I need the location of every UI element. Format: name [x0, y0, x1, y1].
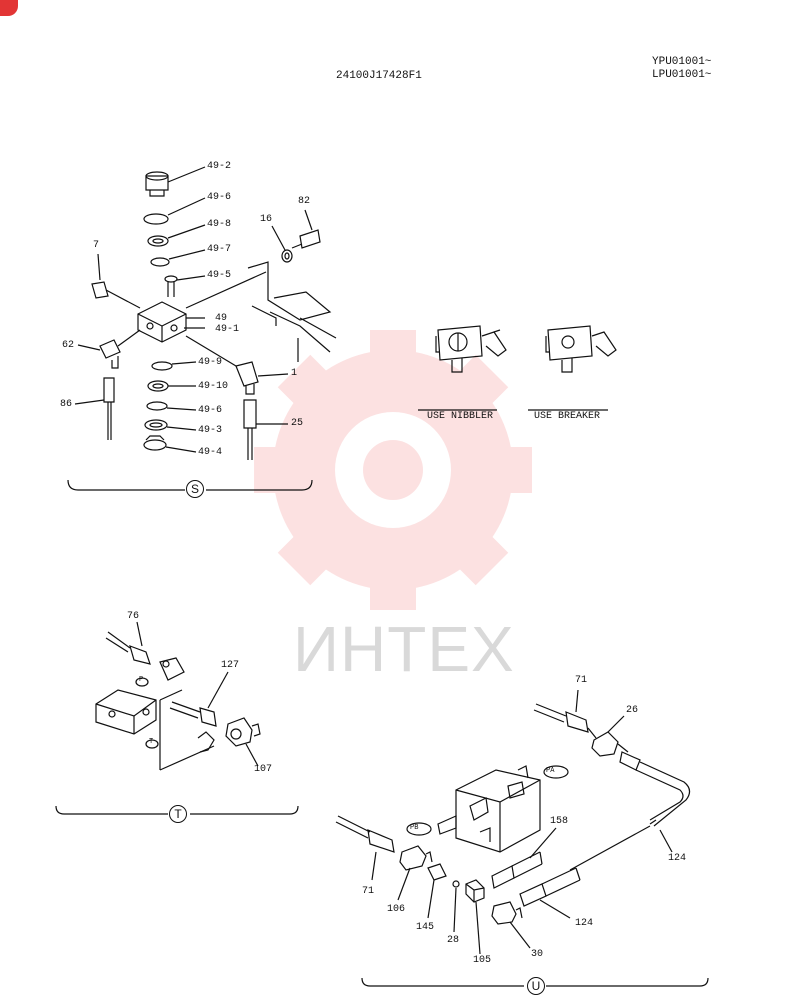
hose-127: [169, 671, 229, 727]
label-106: 106: [387, 904, 406, 915]
hose-86: [74, 377, 115, 440]
label-28: 28: [447, 935, 460, 946]
screw-49-5: [164, 275, 206, 297]
tee-107: [225, 717, 261, 767]
ball-28: [452, 880, 460, 933]
label-16: 16: [260, 214, 273, 225]
label-49-7: 49-7: [207, 244, 232, 255]
block-105: [465, 879, 485, 955]
watermark-text: ИНТЕХ: [293, 613, 515, 685]
section-s-symbol: S: [186, 480, 204, 498]
control-valve: [437, 765, 541, 853]
section-s-drawing: [67, 166, 337, 491]
port-label-shapes: [135, 677, 569, 836]
label-107: 107: [254, 764, 273, 775]
label-145: 145: [416, 922, 435, 933]
port-block: [95, 689, 157, 735]
section-u-symbol: U: [527, 977, 545, 995]
label-127: 127: [221, 660, 240, 671]
plug-49-2: [145, 166, 206, 197]
label-49-8: 49-8: [207, 219, 232, 230]
label-158: 158: [550, 816, 569, 827]
label-49-6: 49-6: [207, 192, 232, 203]
label-49-5: 49-5: [207, 270, 232, 281]
label-49-1: 49-1: [215, 324, 240, 335]
label-49-10: 49-10: [198, 381, 229, 392]
caption-use-nibbler: USE NIBBLER: [427, 411, 494, 422]
elbow-1: [185, 335, 289, 395]
mounting-bracket: [185, 261, 337, 362]
port-p-label: P: [139, 676, 144, 684]
part-number: 24100J17428F1: [336, 70, 422, 82]
label-1: 1: [291, 368, 298, 379]
hose-76: [105, 621, 185, 681]
label-71-top: 71: [575, 675, 588, 686]
label-49-6-lower: 49-6: [198, 405, 223, 416]
label-25: 25: [291, 418, 304, 429]
orings-upper: [143, 197, 206, 267]
label-86: 86: [60, 399, 73, 410]
washer-16: [271, 225, 293, 263]
hose-71-top: [533, 689, 589, 733]
label-49-2: 49-2: [207, 161, 232, 172]
hose-124-short: [519, 825, 651, 919]
label-49-3: 49-3: [198, 425, 223, 436]
label-30: 30: [531, 949, 544, 960]
orings-lower: [143, 361, 197, 453]
hose-25: [243, 399, 288, 460]
hose-124-long: [619, 751, 691, 853]
hose-158: [491, 827, 557, 889]
port-pa-label: PA: [546, 767, 555, 775]
port-pb-label: PB: [410, 824, 419, 832]
label-71-bottom: 71: [362, 886, 375, 897]
label-49-4: 49-4: [198, 447, 223, 458]
label-49-9: 49-9: [198, 357, 223, 368]
section-t-drawing: [55, 621, 299, 815]
caption-use-breaker: USE BREAKER: [534, 411, 601, 422]
hose-71-bottom: [335, 815, 395, 881]
section-t-symbol: T: [169, 805, 187, 823]
label-124-short: 124: [575, 918, 594, 929]
label-105: 105: [473, 955, 492, 966]
serial-range-1: YPU01001~: [652, 56, 712, 68]
valve-block-49: [137, 301, 205, 343]
label-62: 62: [62, 340, 75, 351]
bolt-82: [291, 209, 321, 249]
label-82: 82: [298, 196, 311, 207]
label-26: 26: [626, 705, 639, 716]
fitting-145: [427, 863, 447, 919]
elbow-62: [77, 329, 141, 369]
label-76: 76: [127, 611, 140, 622]
label-7: 7: [93, 240, 100, 251]
corner-badge: [0, 0, 18, 16]
valve-nibbler: [435, 325, 507, 373]
label-124-long: 124: [668, 853, 687, 864]
elbow-106: [397, 845, 433, 901]
elbow-30: [491, 901, 531, 949]
serial-range-2: LPU01001~: [652, 69, 712, 81]
label-49: 49: [215, 313, 228, 324]
fitting-7: [91, 253, 141, 309]
inset-valves: [418, 325, 617, 411]
tee-26: [587, 715, 629, 757]
port-t-label: T: [149, 738, 154, 746]
valve-breaker: [545, 325, 617, 373]
section-u-drawing: [135, 677, 709, 987]
connector-plate: [159, 689, 215, 771]
